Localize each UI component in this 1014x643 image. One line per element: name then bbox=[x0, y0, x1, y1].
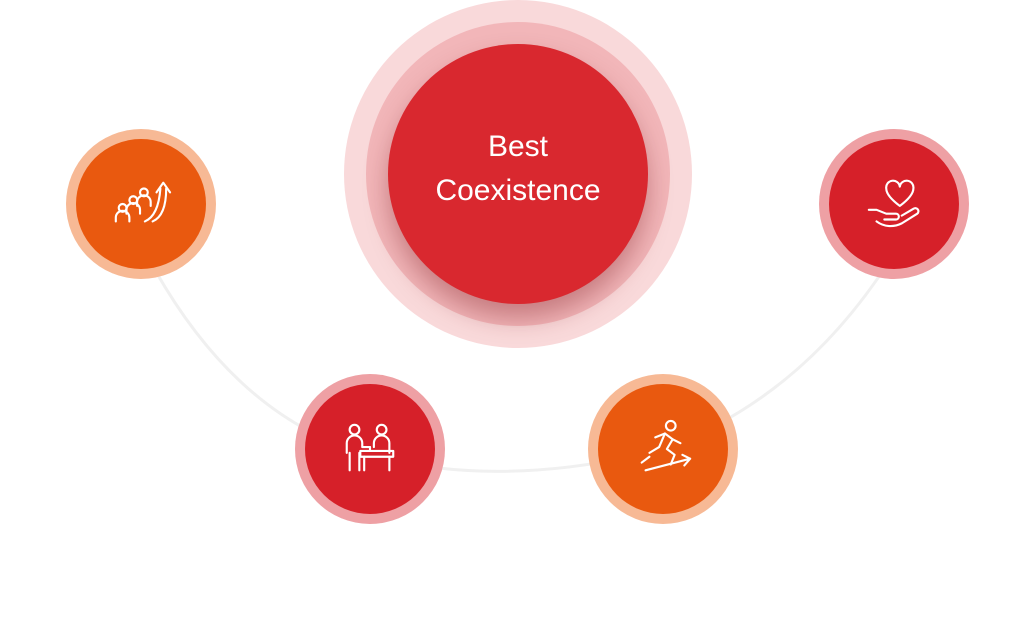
node-people-growth bbox=[66, 129, 216, 279]
center-circle: Best Coexistence bbox=[388, 44, 648, 304]
people-growth-arrow-icon bbox=[114, 181, 172, 223]
running-person-arrow-icon bbox=[640, 419, 692, 472]
node-hand-heart bbox=[819, 129, 969, 279]
center-title-line1: Best bbox=[487, 130, 549, 163]
center-title-line2: Coexistence bbox=[435, 174, 601, 207]
hand-heart-icon bbox=[867, 179, 920, 228]
node-consultation-desk bbox=[295, 374, 445, 524]
center-title: Best Coexistence bbox=[435, 125, 600, 213]
node-running-person bbox=[588, 374, 738, 524]
consultation-desk-icon bbox=[345, 423, 395, 472]
